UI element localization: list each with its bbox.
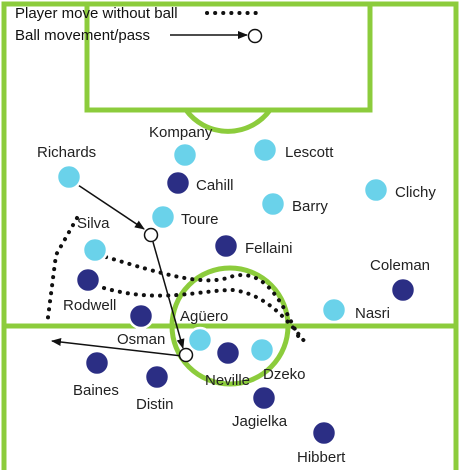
player-marker-aguero (186, 326, 214, 354)
pass-arrows (51, 184, 185, 357)
player-marker-hibbert (310, 419, 338, 447)
player-marker-baines (83, 349, 111, 377)
ball-icon-silva (143, 227, 159, 243)
player-label-barry: Barry (292, 198, 328, 215)
aguero-run-path-1 (104, 255, 302, 342)
penalty-area (84, 1, 373, 113)
player-marker-nasri (320, 296, 348, 324)
player-marker-dzeko (248, 336, 276, 364)
team-dark (74, 169, 417, 447)
player-marker-lescott (251, 136, 279, 164)
player-marker-kompany (171, 141, 199, 169)
legend-ball-icon (247, 28, 263, 44)
player-marker-barry (259, 190, 287, 218)
centre-circle (169, 265, 291, 387)
player-marker-cahill (164, 169, 192, 197)
ball-icon-aguero (178, 347, 194, 363)
player-marker-rodwell (74, 266, 102, 294)
player-label-lescott: Lescott (285, 144, 334, 161)
silva-run-path (45, 216, 79, 327)
player-marker-clichy (362, 176, 390, 204)
player-label-toure: Toure (181, 211, 219, 228)
player-label-distin: Distin (136, 396, 174, 413)
player-label-neville: Neville (205, 372, 250, 389)
player-label-silva: Silva (77, 215, 110, 232)
player-label-clichy: Clichy (395, 184, 436, 201)
player-marker-richards (55, 163, 83, 191)
player-label-osman: Osman (117, 331, 165, 348)
aguero-run-path-2 (102, 286, 310, 348)
player-label-aguero: Agüero (180, 308, 228, 325)
player-marker-silva (81, 236, 109, 264)
movement-paths (45, 216, 310, 348)
player-label-richards: Richards (37, 144, 96, 161)
legend: Player move without ball Ball movement/p… (15, 5, 263, 44)
player-label-baines: Baines (73, 382, 119, 399)
player-label-dzeko: Dzeko (263, 366, 306, 383)
player-labels: Kompany Lescott Richards Cahill Clichy B… (37, 124, 436, 466)
player-label-rodwell: Rodwell (63, 297, 116, 314)
player-marker-toure (149, 203, 177, 231)
legend-pass-label: Ball movement/pass (15, 27, 150, 44)
player-label-jagielka: Jagielka (232, 413, 288, 430)
pass-aguero-to-left (51, 338, 183, 357)
penalty-arc (183, 108, 273, 134)
player-label-fellaini: Fellaini (245, 240, 293, 257)
player-label-cahill: Cahill (196, 177, 234, 194)
player-label-kompany: Kompany (149, 124, 213, 141)
pass-richards-to-silva (77, 184, 145, 230)
player-marker-fellaini (212, 232, 240, 260)
player-marker-distin (143, 363, 171, 391)
legend-move-label: Player move without ball (15, 5, 178, 22)
team-light (55, 136, 390, 364)
player-marker-jagielka (250, 384, 278, 412)
player-marker-neville (214, 339, 242, 367)
player-label-nasri: Nasri (355, 305, 390, 322)
pass-silva-to-aguero (152, 241, 185, 349)
player-label-coleman: Coleman (370, 257, 430, 274)
player-label-hibbert: Hibbert (297, 449, 346, 466)
player-marker-coleman (389, 276, 417, 304)
player-marker-osman (127, 302, 155, 330)
